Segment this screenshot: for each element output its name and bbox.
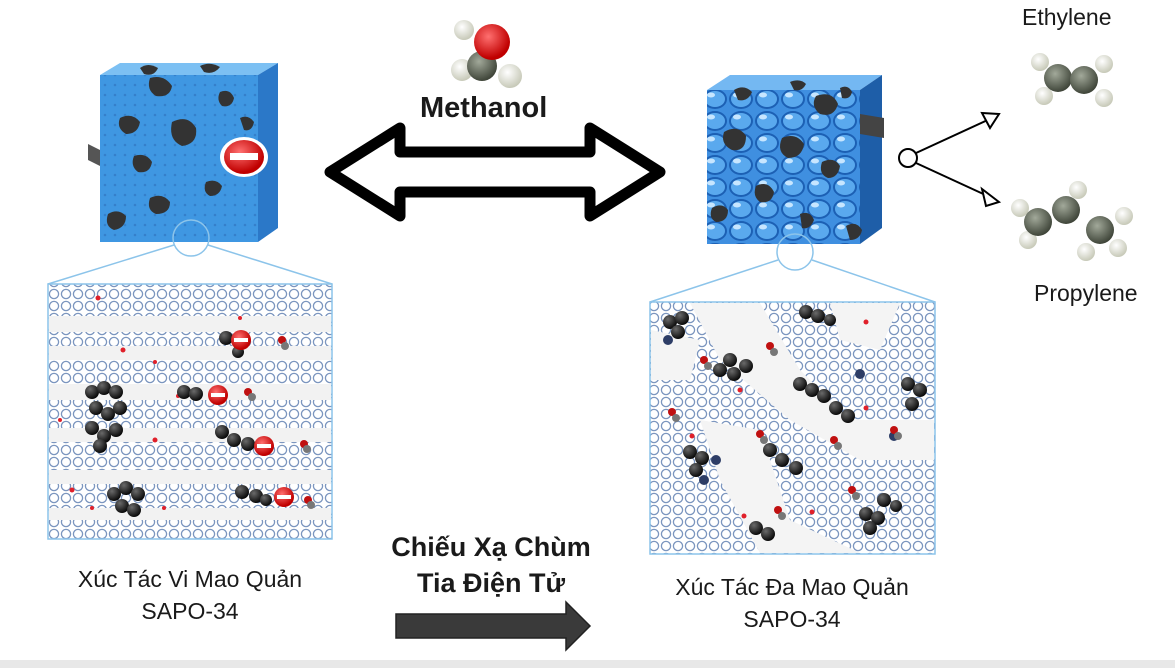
- left-zoom-lattice: [47, 283, 333, 540]
- right-catalyst-label-line1: Xúc Tác Đa Mao Quản: [675, 574, 909, 600]
- blocked-pore-icon: [220, 137, 268, 177]
- arrow-label-line2: Tia Điện Tử: [416, 568, 566, 598]
- process-arrow-icon: [395, 600, 592, 652]
- left-zoom-indicator: [47, 219, 333, 285]
- propylene-label: Propylene: [1034, 280, 1138, 306]
- ethylene-molecule-icon: [1031, 53, 1113, 107]
- right-catalyst-label-line2: SAPO-34: [743, 606, 841, 632]
- left-catalyst-label-line1: Xúc Tác Vi Mao Quản: [77, 566, 303, 592]
- left-crystal-cube: [88, 63, 278, 242]
- product-split-arrows: [898, 111, 1002, 208]
- left-catalyst-label-line2: SAPO-34: [141, 598, 239, 624]
- ethylene-label: Ethylene: [1022, 4, 1112, 30]
- reversible-arrow-icon: [324, 122, 666, 222]
- right-crystal-cube: [707, 75, 884, 244]
- right-zoom-lattice: [649, 301, 936, 555]
- right-zoom-indicator: [649, 233, 936, 303]
- propylene-molecule-icon: [1011, 181, 1133, 261]
- methanol-label: Methanol: [420, 92, 548, 124]
- bottom-border-strip: [0, 660, 1175, 668]
- blocked-pore-icon: [208, 330, 294, 507]
- methanol-molecule-icon: [451, 20, 522, 88]
- arrow-label-line1: Chiếu Xạ Chùm: [391, 532, 591, 562]
